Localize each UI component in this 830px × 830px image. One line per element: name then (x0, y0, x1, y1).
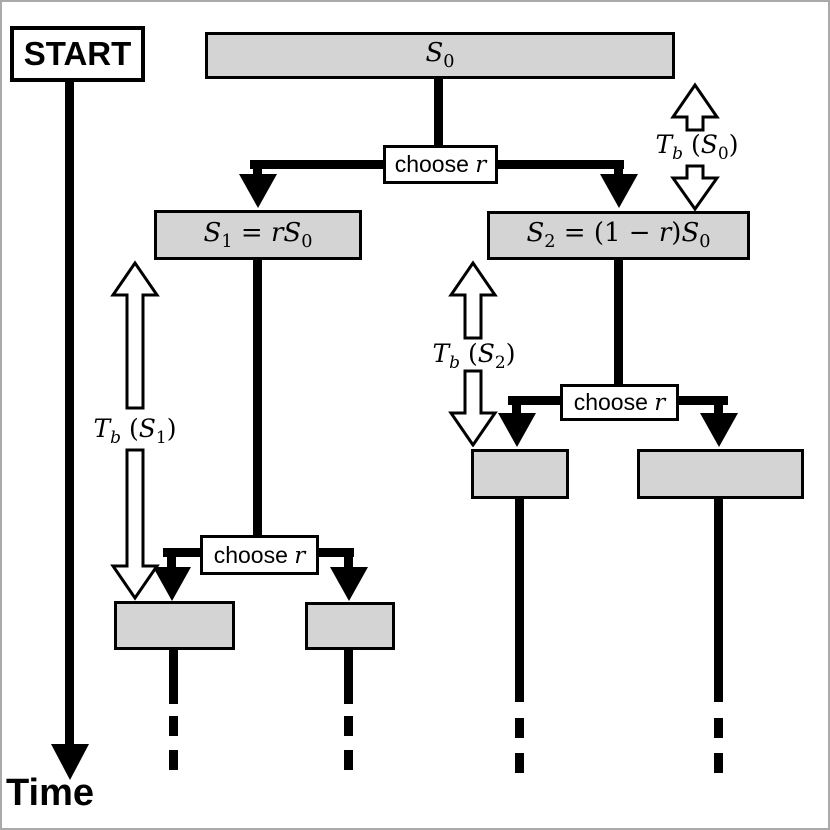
branch-time-arrow-s0-icon (670, 82, 720, 212)
branch-time-label-s0: Tb (S0) (655, 130, 739, 164)
arrowhead-into-s2-icon (600, 174, 638, 208)
tail-l2-dash (344, 716, 353, 736)
branch-time-arrow-s2-icon (448, 260, 498, 447)
connector-stub-right-l (512, 400, 521, 418)
connector-s2-choose (614, 260, 623, 384)
node-child-l1 (114, 601, 235, 650)
tail-r1-dash (515, 718, 524, 738)
connector-s1-choose (253, 260, 262, 535)
node-s1-label: S1 = rS0 (203, 217, 313, 253)
connector-arm-right-r (676, 396, 728, 405)
tail-l1-dash (169, 716, 178, 736)
connector-arm-right-l (508, 396, 563, 405)
branch-time-arrow-s1-icon (110, 260, 160, 601)
connector-stub-top-right (614, 164, 623, 178)
choose-r-box-right: choose r (560, 384, 679, 421)
choose-r-label: choose r (573, 389, 666, 416)
tail-r2-dash (714, 718, 723, 738)
connector-stub-top-left (253, 164, 262, 178)
time-axis-arrowhead-icon (51, 744, 89, 780)
node-s0-label: S0 (425, 38, 455, 73)
node-s1: S1 = rS0 (154, 210, 362, 260)
tail-r1-dash (515, 753, 524, 773)
tail-l2-dash (344, 750, 353, 770)
tail-r1-solid (515, 499, 524, 702)
choose-r-label: choose r (394, 151, 487, 178)
connector-stub-right-r (714, 400, 723, 418)
start-label: START (23, 35, 132, 72)
tail-l1-dash (169, 750, 178, 770)
node-s2: S2 = (1 − r)S0 (487, 211, 750, 260)
tail-r2-dash (714, 753, 723, 773)
arrowhead-into-r2-icon (700, 413, 738, 447)
node-child-r2 (637, 449, 804, 499)
connector-stub-left-r (344, 552, 353, 574)
tail-r2-solid (714, 499, 723, 702)
start-box: START (10, 26, 145, 82)
arrowhead-into-l2-icon (330, 567, 368, 601)
choose-r-box-top: choose r (383, 145, 498, 184)
branch-time-label-s1: Tb (S1) (93, 414, 177, 448)
node-s2-label: S2 = (1 − r)S0 (526, 218, 711, 253)
connector-stub-left-l (167, 552, 176, 574)
branch-time-label-s2: Tb (S2) (432, 339, 516, 373)
connector-s0-choose (434, 79, 443, 145)
tail-l2-solid (344, 650, 353, 704)
connector-arm-left-r (316, 548, 354, 557)
time-axis-label: Time (6, 772, 95, 814)
arrowhead-into-r1-icon (498, 413, 536, 447)
arrowhead-into-l1-icon (153, 567, 191, 601)
node-s0: S0 (205, 32, 675, 79)
choose-r-box-left: choose r (200, 535, 319, 575)
node-child-r1 (471, 449, 569, 499)
arrowhead-into-s1-icon (239, 174, 277, 208)
time-axis-line (65, 82, 74, 748)
node-child-l2 (305, 602, 395, 650)
connector-arm-left-l (163, 548, 203, 557)
tail-l1-solid (169, 650, 178, 704)
choose-r-label: choose r (213, 541, 306, 569)
